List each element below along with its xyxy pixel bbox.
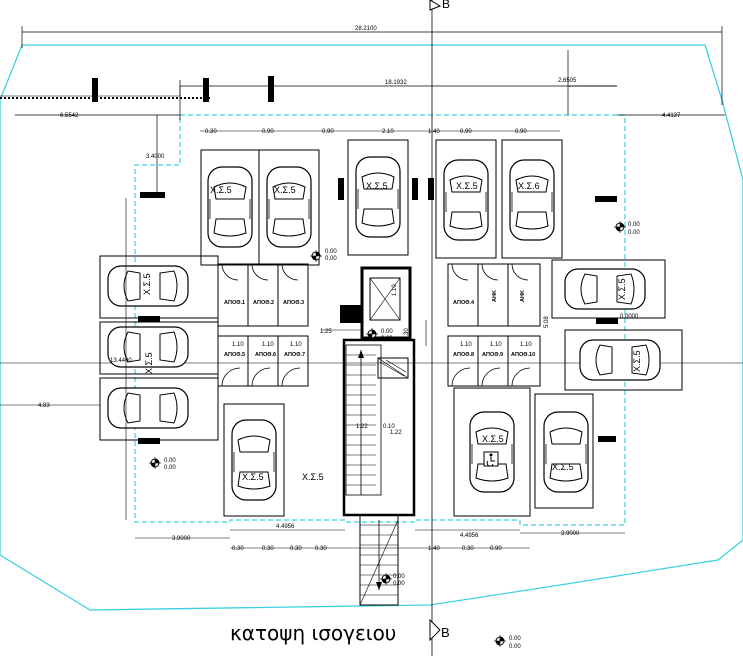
bay-label-bottom-left: X.Σ.5: [242, 472, 264, 482]
car-right-2: [579, 339, 661, 381]
dim-left-small: 4.83: [38, 403, 50, 409]
svg-text:0.00: 0.00: [325, 256, 337, 262]
svg-text:0.00: 0.00: [164, 458, 176, 464]
bay-label-left-1: X.Σ.5: [142, 273, 152, 295]
svg-text:0.90: 0.90: [460, 129, 472, 135]
bay-label-bottom-right: X.Σ.5: [552, 462, 574, 472]
storage-aik-1: ΑΗΚ: [492, 290, 498, 302]
svg-text:1.10: 1.10: [290, 342, 302, 348]
section-marker-top: B: [442, 0, 450, 11]
svg-text:0.90: 0.90: [515, 129, 527, 135]
drawing-title: κατοψη ισογειου: [230, 621, 396, 645]
svg-text:0.90: 0.90: [490, 546, 502, 552]
car-bottom-left: [231, 419, 277, 501]
dim-right-side: 5.08: [544, 316, 550, 328]
storage-3: ΑΠΟΘ.3: [283, 300, 304, 306]
svg-text:1.25: 1.25: [320, 329, 332, 335]
dim-inner-width: 18.1932: [385, 80, 407, 86]
svg-text:0.00: 0.00: [628, 230, 640, 236]
svg-text:1.10: 1.10: [460, 342, 472, 348]
svg-text:1.10: 1.10: [490, 342, 502, 348]
svg-text:0.30: 0.30: [205, 129, 217, 135]
bay-label-bottom-center: X.Σ.5: [302, 472, 324, 482]
svg-text:1.40: 1.40: [428, 129, 440, 135]
dim-right-offset: 2.6505: [558, 78, 577, 84]
svg-text:0.00: 0.00: [509, 644, 521, 650]
storage-6: ΑΠΟΘ.6: [255, 352, 276, 358]
svg-text:0.30: 0.30: [315, 546, 327, 552]
svg-text:1.40: 1.40: [428, 546, 440, 552]
car-top-1: [207, 166, 253, 248]
storage-5: ΑΠΟΘ.5: [224, 352, 245, 358]
dim-bottom-right-width: 4.4956: [460, 533, 479, 539]
svg-text:0.00: 0.00: [628, 222, 640, 228]
svg-text:1.10: 1.10: [232, 342, 244, 348]
plot-boundary: [0, 44, 743, 611]
storage-10: ΑΠΟΘ.10: [511, 352, 535, 358]
svg-text:0.00: 0.00: [381, 336, 393, 342]
svg-text:0.0000: 0.0000: [620, 314, 639, 320]
svg-text:0.30: 0.30: [462, 546, 474, 552]
storage-8: ΑΠΟΘ.8: [453, 352, 474, 358]
svg-text:0.90: 0.90: [262, 129, 274, 135]
svg-text:0.30: 0.30: [232, 546, 244, 552]
storage-4: ΑΠΟΘ.4: [453, 300, 475, 306]
car-right-1: [564, 268, 646, 310]
svg-text:0.00: 0.00: [325, 249, 337, 255]
car-top-2: [266, 166, 312, 248]
bay-label-right-2: X.Σ.5: [632, 350, 642, 372]
svg-text:0.90: 0.90: [322, 129, 334, 135]
svg-text:0.00: 0.00: [393, 574, 405, 580]
section-marker-bottom: B: [441, 625, 450, 640]
svg-text:0.30: 0.30: [262, 546, 274, 552]
bay-label-top-4: X.Σ.5: [456, 181, 478, 191]
bay-label-left-2: X.Σ.5: [144, 352, 154, 374]
bay-label-top-1: X.Σ.5: [210, 185, 232, 195]
svg-text:0.00: 0.00: [509, 636, 521, 642]
dim-bottom-left-width: 4.4956: [276, 524, 295, 530]
wheelchair-icon: [483, 451, 499, 467]
car-left-3: [107, 387, 189, 429]
bay-label-top-5: X.Σ.6: [518, 181, 540, 191]
storage-9: ΑΠΟΘ.9: [482, 352, 503, 358]
car-top-4: [443, 159, 489, 241]
car-top-3: [355, 156, 401, 238]
dim-left-side: 13.4400: [110, 358, 132, 364]
dim-overall-width: 28.2100: [355, 26, 377, 32]
bay-label-top-3: X.Σ.5: [366, 181, 388, 191]
section-arrow-icon: [429, 618, 441, 642]
dim-left-depth: 3.4000: [146, 154, 165, 160]
svg-text:0.30: 0.30: [290, 546, 302, 552]
svg-text:1.10: 1.10: [520, 342, 532, 348]
svg-text:0.00: 0.00: [381, 329, 393, 335]
svg-text:1.10: 1.10: [392, 284, 398, 296]
bay-label-right-1: X.Σ.5: [617, 278, 627, 300]
car-top-5: [509, 159, 555, 241]
dim-bottom-left-edge: 3.9000: [172, 536, 191, 542]
svg-text:2.10: 2.10: [382, 129, 394, 135]
storage-2: ΑΠΟΘ.2: [253, 300, 274, 306]
storage-1: ΑΠΟΘ.1: [224, 300, 245, 306]
storage-7: ΑΠΟΘ.7: [284, 352, 305, 358]
svg-text:0.10: 0.10: [383, 424, 395, 430]
svg-text:0.00: 0.00: [164, 465, 176, 471]
svg-text:1.10: 1.10: [262, 342, 274, 348]
dim-bottom-right-edge: 3.9000: [561, 531, 580, 537]
svg-text:1.22: 1.22: [356, 424, 368, 430]
car-bottom-right: [543, 411, 589, 493]
dim-right-offset-2: 4.4137: [662, 113, 681, 119]
bay-label-bottom-accessible: X.Σ.5: [482, 434, 504, 444]
dim-left-offset: 6.5542: [60, 113, 79, 119]
bay-label-top-2: X.Σ.5: [274, 185, 296, 195]
svg-text:1.22: 1.22: [390, 430, 402, 436]
svg-text:1.30: 1.30: [404, 328, 410, 340]
storage-aik-2: ΑΗΚ: [520, 290, 526, 302]
svg-text:0.00: 0.00: [393, 581, 405, 587]
